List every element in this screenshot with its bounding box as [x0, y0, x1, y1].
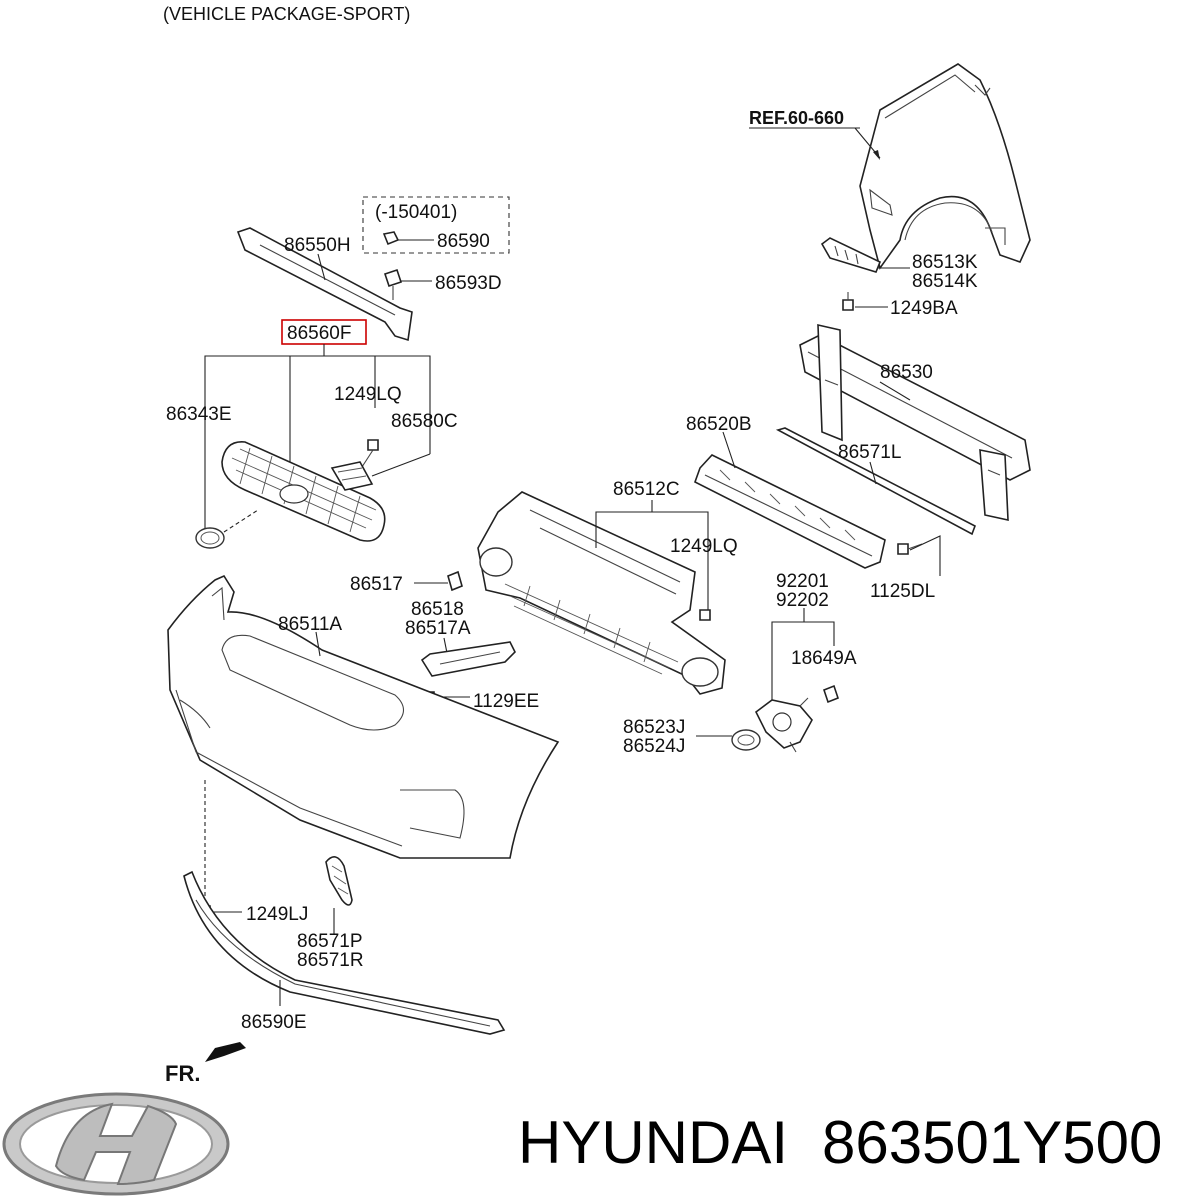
- label-92202: 92202: [776, 590, 829, 611]
- bolt-1125dl: [897, 543, 923, 555]
- label-1249lq-b: 1249LQ: [670, 536, 738, 557]
- label-86550h: 86550H: [284, 235, 351, 256]
- lower-lip-drawing: [183, 870, 506, 1035]
- label-18649a: 18649A: [791, 648, 857, 669]
- rail-strip-drawing: [775, 427, 976, 536]
- clip-86590: [382, 231, 400, 246]
- bulb-18649a: [823, 684, 839, 704]
- bolt-1249ba: [842, 292, 854, 311]
- side-bracket-86518: [420, 641, 516, 677]
- leader-86530: [879, 381, 911, 401]
- upper-member-drawing: [236, 227, 413, 342]
- front-direction-arrow: [205, 1042, 246, 1062]
- label-86512c: 86512C: [613, 479, 680, 500]
- date-range-box: [362, 196, 510, 254]
- clip-86593d: [383, 268, 403, 300]
- emblem-dash: [223, 509, 259, 533]
- label-86520b: 86520B: [686, 414, 752, 435]
- label-86530: 86530: [880, 362, 933, 383]
- leader-86511a: [315, 631, 321, 657]
- label-1129ee: 1129EE: [473, 691, 539, 712]
- lower-grille-drawing: [477, 491, 726, 695]
- bumper-beam-drawing: [799, 323, 1031, 522]
- leader-86550h: [317, 253, 326, 281]
- fog-lamp-drawing: [754, 697, 813, 753]
- grille-drawing: [221, 441, 386, 542]
- clip-86517: [447, 570, 463, 592]
- label-86511a: 86511A: [278, 614, 342, 635]
- label-86524j: 86524J: [623, 736, 685, 757]
- leader-86571l: [869, 461, 877, 485]
- hyundai-logo: [2, 1092, 230, 1196]
- label-1249ba: 1249BA: [890, 298, 958, 319]
- fender-drawing: [859, 63, 1031, 270]
- label-86571l: 86571L: [838, 442, 901, 463]
- label-86343e: 86343E: [166, 404, 232, 425]
- side-bracket-drawing: [820, 237, 882, 273]
- side-reflector-drawing: [325, 856, 353, 906]
- label-1125dl: 1125DL: [870, 581, 935, 602]
- label-86593d: 86593D: [435, 273, 502, 294]
- label-92201: 92201: [776, 571, 829, 592]
- label-86517a: 86517A: [405, 618, 471, 639]
- label-1249lq-a: 1249LQ: [334, 384, 402, 405]
- label-86580c: 86580C: [391, 411, 458, 432]
- label-86518: 86518: [411, 599, 464, 620]
- leader-86560f-right: [324, 355, 431, 454]
- footer-brand: HYUNDAI: [518, 1109, 788, 1176]
- label-86590: 86590: [437, 231, 490, 252]
- label-86560f: 86560F: [287, 323, 351, 344]
- leader-86580c: [371, 453, 431, 477]
- label-86513k: 86513K: [912, 252, 978, 273]
- leader-86520b: [722, 431, 736, 469]
- leader-92201: [771, 608, 805, 706]
- reference-arrowhead: [873, 150, 880, 160]
- footer-part-number: 863501Y500: [822, 1109, 1162, 1176]
- label-86571p: 86571P: [297, 931, 363, 952]
- leader-86560f-left: [204, 344, 325, 530]
- label-1249lj: 1249LJ: [246, 904, 308, 925]
- package-note: (VEHICLE PACKAGE-SPORT): [163, 4, 410, 24]
- screw-1249lq-b: [699, 609, 711, 621]
- bezel-86523j: [731, 729, 761, 751]
- emblem-86343e: [195, 527, 225, 549]
- label-86517: 86517: [350, 574, 403, 595]
- label-86571r: 86571R: [297, 950, 364, 971]
- bumper-cover-drawing: [167, 574, 560, 859]
- leader-18649a: [804, 621, 835, 646]
- date-range-label: (-150401): [375, 202, 457, 223]
- label-86523j: 86523J: [623, 717, 685, 738]
- bracket-86580c: [330, 461, 374, 491]
- label-86590e: 86590E: [241, 1012, 307, 1033]
- reference-label: REF.60-660: [749, 108, 844, 128]
- energy-absorber-drawing: [694, 454, 886, 569]
- label-86514k: 86514K: [912, 271, 978, 292]
- leader-1125dl: [909, 535, 941, 576]
- front-direction-label: FR.: [165, 1061, 200, 1086]
